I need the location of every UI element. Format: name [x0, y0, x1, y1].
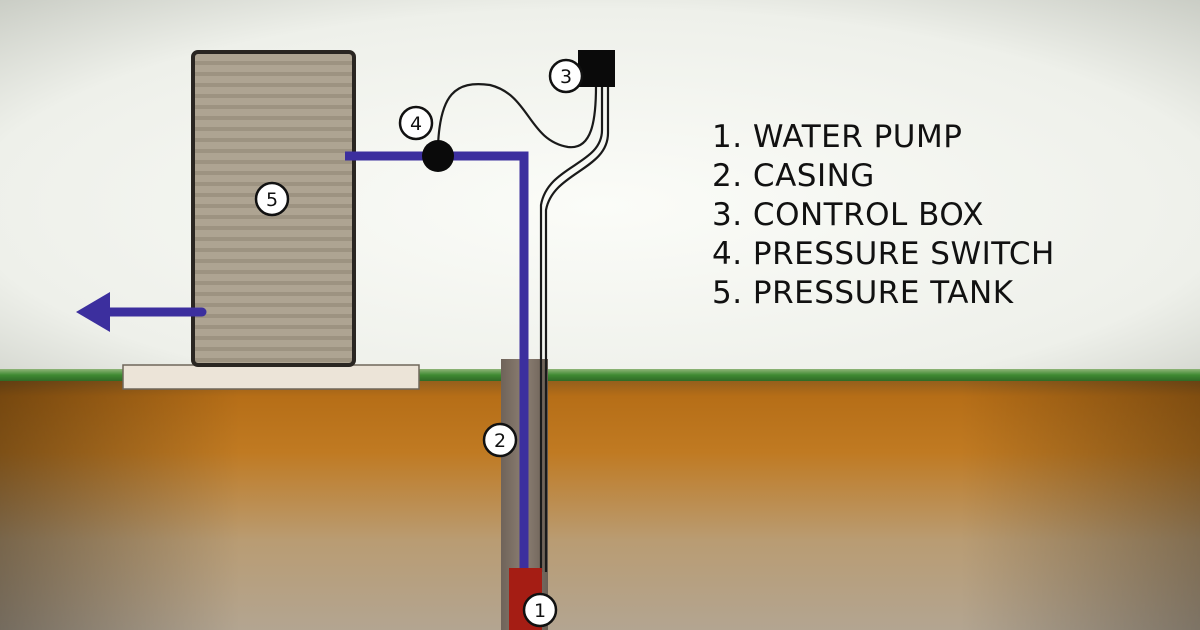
switch-control-wire — [436, 83, 598, 149]
callout-5-label: 5 — [266, 189, 278, 211]
soil-vignette — [0, 376, 1200, 630]
callout-4-label: 4 — [410, 113, 422, 135]
water-pipe — [345, 151, 529, 572]
outlet-arrow-icon — [76, 292, 110, 332]
legend-item-control-box: 3. CONTROL BOX — [712, 197, 985, 233]
callout-4: 4 — [398, 105, 434, 141]
callout-3-label: 3 — [560, 66, 572, 88]
component-legend: 1. WATER PUMP 2. CASING 3. CONTROL BOX 4… — [712, 118, 1055, 313]
pump-wire-b — [544, 86, 610, 572]
callout-2: 2 — [482, 422, 518, 458]
callout-1-label: 1 — [534, 600, 546, 622]
pressure-switch — [422, 140, 454, 172]
callout-2-label: 2 — [494, 430, 506, 452]
legend-item-water-pump: 1. WATER PUMP — [712, 119, 963, 155]
legend-item-pressure-tank: 5. PRESSURE TANK — [712, 275, 1014, 311]
legend-item-casing: 2. CASING — [712, 158, 875, 194]
callout-5: 5 — [254, 181, 290, 217]
legend-item-pressure-switch: 4. PRESSURE SWITCH — [712, 236, 1055, 272]
control-box — [578, 50, 615, 87]
callout-1: 1 — [522, 592, 558, 628]
callout-3: 3 — [548, 58, 584, 94]
pump-wire-a — [539, 86, 604, 572]
tank-pad — [122, 364, 420, 390]
